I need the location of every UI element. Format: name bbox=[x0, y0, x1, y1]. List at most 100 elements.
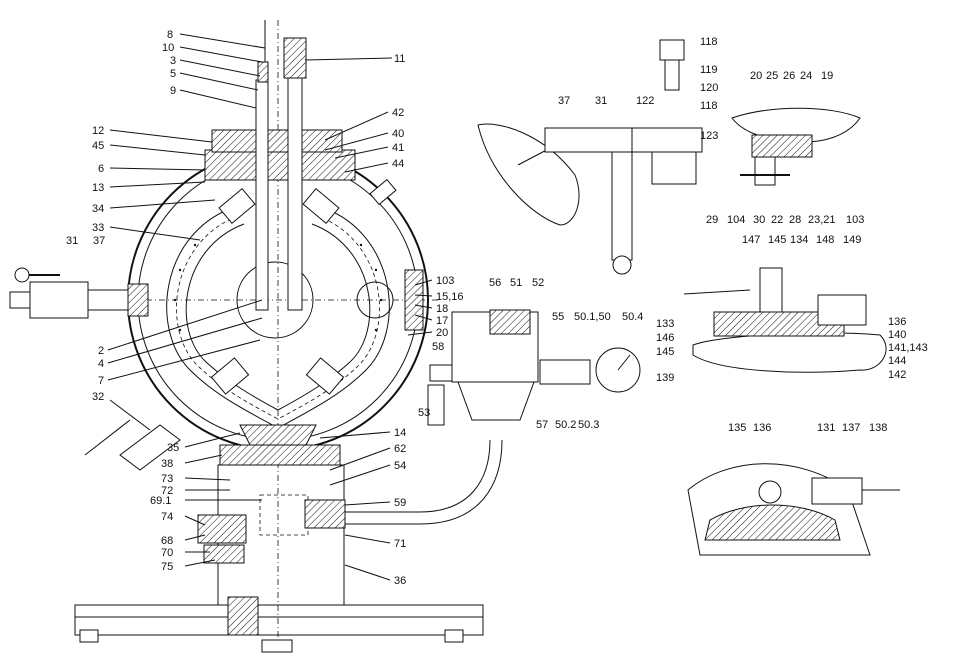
label-31-torch: 31 bbox=[595, 95, 607, 107]
label-51: 51 bbox=[510, 277, 522, 289]
label-54: 54 bbox=[394, 460, 406, 472]
label-2: 2 bbox=[98, 345, 104, 357]
label-72: 72 bbox=[161, 485, 173, 497]
label-145-bottom: 145 bbox=[656, 346, 674, 358]
label-120: 120 bbox=[700, 82, 718, 94]
coil-dots bbox=[173, 243, 383, 332]
label-123: 123 bbox=[700, 130, 718, 142]
nozzle-detail bbox=[731, 107, 861, 186]
label-70: 70 bbox=[161, 547, 173, 559]
label-44: 44 bbox=[392, 158, 404, 170]
label-119: 119 bbox=[700, 64, 718, 76]
torch-detail bbox=[477, 39, 703, 275]
label-18: 18 bbox=[436, 303, 448, 315]
reflector-dish bbox=[477, 123, 580, 226]
label-131: 131 bbox=[817, 422, 835, 434]
label-135: 135 bbox=[728, 422, 746, 434]
electrode-rod-right bbox=[287, 59, 303, 311]
label-133: 133 bbox=[656, 318, 674, 330]
label-104: 104 bbox=[727, 214, 745, 226]
label-149: 149 bbox=[843, 234, 861, 246]
label-58: 58 bbox=[432, 341, 444, 353]
label-17: 17 bbox=[436, 315, 448, 327]
label-145-top: 145 bbox=[768, 234, 786, 246]
label-32: 32 bbox=[92, 391, 104, 403]
label-69-1: 69.1 bbox=[150, 495, 171, 507]
label-22: 22 bbox=[771, 214, 783, 226]
label-37: 37 bbox=[93, 235, 105, 247]
label-147: 147 bbox=[742, 234, 760, 246]
label-29: 29 bbox=[706, 214, 718, 226]
label-118-a: 118 bbox=[700, 36, 718, 48]
label-103-main: 103 bbox=[436, 275, 454, 287]
label-118-b: 118 bbox=[700, 100, 718, 112]
part-labels: 8 10 3 5 9 11 42 40 41 44 12 45 6 13 34 … bbox=[66, 29, 928, 587]
label-11: 11 bbox=[394, 53, 405, 65]
label-41: 41 bbox=[392, 142, 404, 154]
label-40: 40 bbox=[392, 128, 404, 140]
label-56: 56 bbox=[489, 277, 501, 289]
label-36: 36 bbox=[394, 575, 406, 587]
label-136-valve: 136 bbox=[888, 316, 906, 328]
label-53: 53 bbox=[418, 407, 430, 419]
label-26: 26 bbox=[783, 70, 795, 82]
base-plate bbox=[74, 604, 484, 636]
electrode-rod-left bbox=[255, 79, 269, 311]
label-140: 140 bbox=[888, 329, 906, 341]
label-141-143: 141,143 bbox=[888, 342, 928, 354]
label-14: 14 bbox=[394, 427, 406, 439]
label-75: 75 bbox=[161, 561, 173, 573]
label-25: 25 bbox=[766, 70, 778, 82]
label-138: 138 bbox=[869, 422, 887, 434]
label-144: 144 bbox=[888, 355, 906, 367]
label-30: 30 bbox=[753, 214, 765, 226]
label-55: 55 bbox=[552, 311, 564, 323]
label-148: 148 bbox=[816, 234, 834, 246]
label-62: 62 bbox=[394, 443, 406, 455]
label-45: 45 bbox=[92, 140, 104, 152]
label-15-16: 15,16 bbox=[436, 291, 464, 303]
inlet-valve-body bbox=[29, 281, 89, 319]
valve-detail bbox=[683, 267, 887, 373]
label-34: 34 bbox=[92, 203, 104, 215]
label-42: 42 bbox=[392, 107, 404, 119]
label-57: 57 bbox=[536, 419, 548, 431]
connecting-pipe bbox=[345, 439, 491, 513]
bottom-flange bbox=[219, 444, 341, 466]
leader-lines bbox=[107, 33, 433, 581]
label-134: 134 bbox=[790, 234, 808, 246]
label-59: 59 bbox=[394, 497, 406, 509]
label-136-sector: 136 bbox=[753, 422, 771, 434]
label-20-nozzle: 20 bbox=[750, 70, 762, 82]
label-7: 7 bbox=[98, 375, 104, 387]
label-33: 33 bbox=[92, 222, 104, 234]
label-24: 24 bbox=[800, 70, 812, 82]
label-71: 71 bbox=[394, 538, 406, 550]
filter-assembly bbox=[427, 309, 641, 426]
label-50-3: 50.3 bbox=[578, 419, 599, 431]
label-122: 122 bbox=[636, 95, 654, 107]
label-35: 35 bbox=[167, 442, 179, 454]
label-8: 8 bbox=[167, 29, 173, 41]
label-5: 5 bbox=[170, 68, 176, 80]
top-flange bbox=[204, 149, 356, 181]
label-142: 142 bbox=[888, 369, 906, 381]
label-50-4: 50.4 bbox=[622, 311, 643, 323]
label-37-torch: 37 bbox=[558, 95, 570, 107]
label-20-main: 20 bbox=[436, 327, 448, 339]
sector-detail bbox=[687, 463, 900, 556]
label-50-2: 50.2 bbox=[555, 419, 576, 431]
label-38: 38 bbox=[161, 458, 173, 470]
label-52: 52 bbox=[532, 277, 544, 289]
label-137: 137 bbox=[842, 422, 860, 434]
label-10: 10 bbox=[162, 42, 174, 54]
label-23-21: 23,21 bbox=[808, 214, 836, 226]
label-68: 68 bbox=[161, 535, 173, 547]
label-50-1-50: 50.1,50 bbox=[574, 311, 611, 323]
label-74: 74 bbox=[161, 511, 173, 523]
label-31: 31 bbox=[66, 235, 78, 247]
label-13: 13 bbox=[92, 182, 104, 194]
label-73: 73 bbox=[161, 473, 173, 485]
label-12: 12 bbox=[92, 125, 104, 137]
